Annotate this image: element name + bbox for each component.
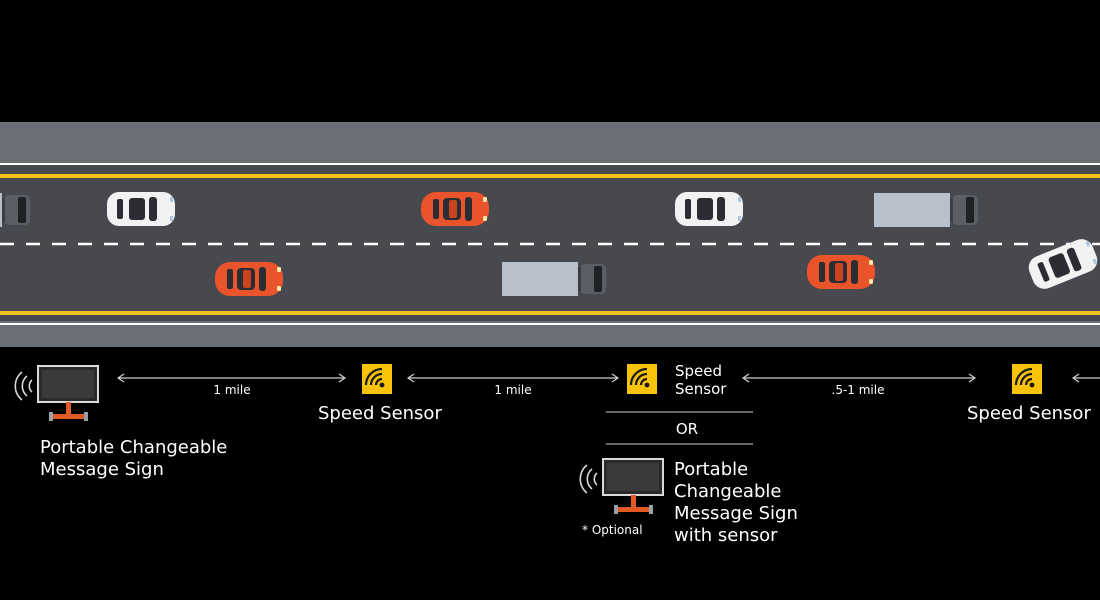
optional-label: * Optional xyxy=(582,523,643,537)
distance-arrow xyxy=(406,373,620,383)
road-surface xyxy=(0,164,1100,321)
message-sign-icon xyxy=(579,458,664,515)
truck-vehicle xyxy=(0,193,30,227)
white-car-vehicle xyxy=(675,192,743,226)
white-car-vehicle xyxy=(107,192,175,226)
distance-arrow xyxy=(741,373,977,383)
distance-label-2: 1 mile xyxy=(494,383,532,397)
distance-label-1: 1 mile xyxy=(213,383,251,397)
red-car-vehicle xyxy=(807,255,875,289)
red-car-vehicle xyxy=(215,262,283,296)
wifi-sensor-icon xyxy=(625,362,659,396)
or-label: OR xyxy=(675,420,699,438)
distance-arrow xyxy=(116,373,347,383)
wifi-sensor-icon xyxy=(360,362,394,396)
pcms-left-label: Portable Changeable Message Sign xyxy=(40,437,228,480)
distance-label-3: .5-1 mile xyxy=(831,383,885,397)
message-sign-icon xyxy=(14,365,100,422)
sensor-label-3: Speed Sensor xyxy=(967,403,1091,424)
sensor-label-1: Speed Sensor xyxy=(318,403,442,424)
truck-vehicle xyxy=(874,193,978,227)
wifi-sensor-icon xyxy=(1010,362,1044,396)
sensor-label-2: Speed Sensor xyxy=(675,362,727,398)
pcms-right-label: Portable Changeable Message Sign with se… xyxy=(674,459,798,546)
red-car-vehicle xyxy=(421,192,489,226)
truck-vehicle xyxy=(502,262,606,296)
distance-arrow-partial xyxy=(1071,373,1100,383)
